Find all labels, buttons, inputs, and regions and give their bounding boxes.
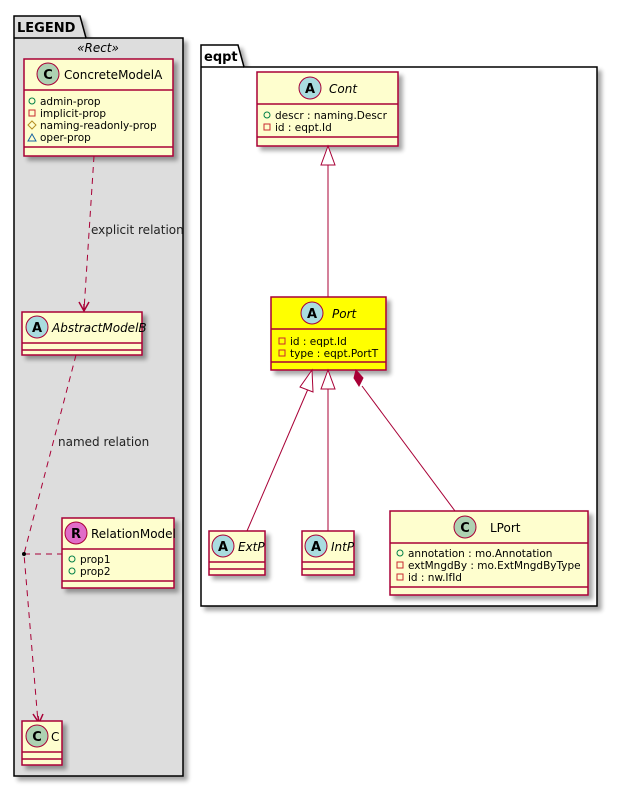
abstract-class-icon [211, 534, 235, 558]
class-name: RelationModel [91, 527, 176, 541]
class-c[interactable]: C C [21, 720, 63, 766]
class-name: ExtP [238, 540, 265, 554]
abstract-class-icon [298, 76, 322, 100]
private-visibility-icon [396, 561, 404, 569]
edge-intp-extends-port [320, 368, 336, 531]
class-icon-letter: C [32, 730, 42, 745]
edge-label: explicit relation [91, 223, 184, 237]
public-visibility-icon [396, 549, 404, 557]
attribute: annotation : mo.Annotation [408, 548, 552, 560]
public-visibility-icon [263, 111, 271, 119]
private-visibility-icon [396, 573, 404, 581]
public-visibility-icon [28, 97, 36, 105]
private-visibility-icon [278, 337, 286, 345]
class-name: LPort [490, 521, 521, 535]
class-name: C [51, 730, 59, 744]
class-name: IntP [331, 540, 355, 554]
class-icon-letter: C [460, 521, 470, 536]
class-relation-model[interactable]: R RelationModel prop1 prop2 [61, 517, 176, 589]
private-visibility-icon [263, 123, 271, 131]
abstract-class-icon [300, 301, 324, 325]
class-icon-letter: A [307, 307, 317, 322]
eqpt-package-title: eqpt [204, 50, 238, 65]
legend-package-title: LEGEND [17, 21, 76, 36]
attribute: id : eqpt.Id [290, 336, 347, 348]
class-abstract-model-b[interactable]: A AbstractModelB [21, 311, 147, 356]
attribute: id : nw.IfId [408, 572, 462, 584]
attribute: extMngdBy : mo.ExtMngdByType [408, 560, 581, 572]
class-intp[interactable]: A IntP [301, 530, 355, 576]
attribute: implicit-prop [40, 108, 106, 120]
class-name: Cont [329, 82, 358, 96]
class-concrete-model-a[interactable]: C ConcreteModelA admin-prop implicit-pro… [23, 58, 174, 157]
edge-label: named relation [58, 435, 149, 449]
abstract-class-icon [25, 315, 49, 339]
class-port[interactable]: A Port id : eqpt.Id type : eqpt.PortT [270, 296, 387, 371]
public-visibility-icon [68, 567, 76, 575]
class-icon-letter: A [305, 82, 315, 97]
edge-extp-extends-port [246, 368, 314, 532]
eqpt-package: eqpt [200, 44, 598, 607]
class-icon-letter: R [71, 527, 81, 542]
class-icon [453, 515, 477, 539]
edge-explicit-relation: explicit relation [78, 155, 184, 313]
relation-icon [64, 521, 88, 545]
edge-port-extends-cont [320, 144, 336, 297]
attribute: prop1 [80, 554, 111, 566]
attribute: descr : naming.Descr [275, 110, 388, 122]
attribute: naming-readonly-prop [40, 120, 157, 132]
class-icon-letter: C [43, 68, 53, 83]
edge-port-composes-lport [353, 368, 456, 512]
abstract-class-icon [304, 534, 328, 558]
class-lport[interactable]: C LPort annotation : mo.Annotation extMn… [389, 510, 589, 596]
attribute: admin-prop [40, 96, 101, 108]
class-name: ConcreteModelA [64, 68, 163, 82]
package-visibility-icon [27, 132, 37, 142]
class-icon-letter: A [32, 321, 42, 336]
attribute: type : eqpt.PortT [290, 348, 379, 360]
class-icon-letter: A [218, 540, 228, 555]
attribute: prop2 [80, 566, 111, 578]
legend-stereotype: «Rect» [77, 41, 119, 55]
private-visibility-icon [28, 109, 36, 117]
class-extp[interactable]: A ExtP [208, 530, 266, 576]
public-visibility-icon [68, 555, 76, 563]
attribute: oper-prop [40, 132, 91, 144]
association-point [22, 552, 26, 556]
class-name: Port [332, 307, 358, 321]
attribute: id : eqpt.Id [275, 122, 332, 134]
class-icon [36, 62, 60, 86]
protected-visibility-icon [27, 120, 37, 130]
class-icon [25, 724, 49, 748]
private-visibility-icon [278, 349, 286, 357]
class-icon-letter: A [311, 540, 321, 555]
class-cont[interactable]: A Cont descr : naming.Descr id : eqpt.Id [256, 71, 399, 147]
class-name: AbstractModelB [51, 321, 147, 335]
